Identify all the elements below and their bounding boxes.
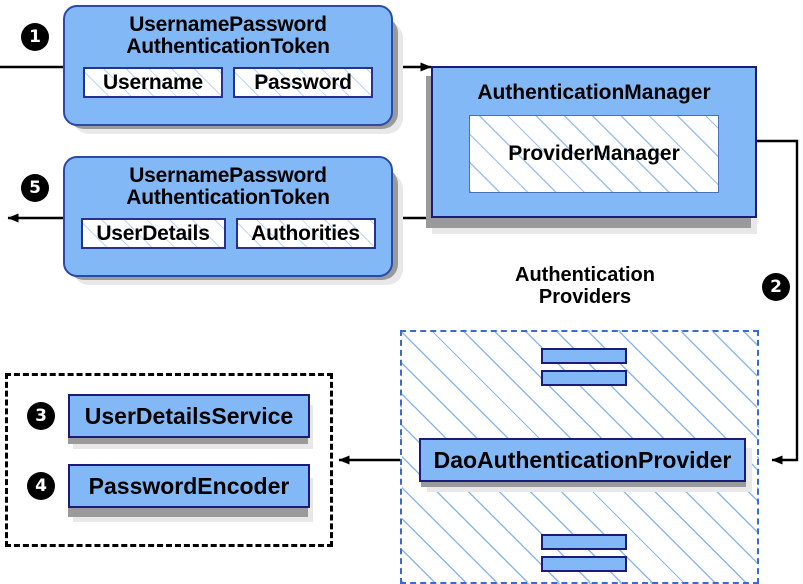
response-token-title-line1: UsernamePassword bbox=[129, 164, 327, 187]
providers-title-line2: Providers bbox=[538, 286, 632, 309]
provider-bar-bottom-1[interactable] bbox=[541, 534, 627, 550]
userdetailsservice-box[interactable]: UserDetailsService bbox=[68, 394, 310, 438]
marker-3-number: 3 bbox=[35, 405, 47, 426]
slot-userdetails[interactable]: UserDetails bbox=[80, 217, 226, 249]
request-token-box[interactable]: UsernamePassword AuthenticationToken Use… bbox=[63, 5, 393, 126]
providers-region-title: Authentication Providers bbox=[470, 264, 700, 309]
providers-title-line1: Authentication bbox=[515, 264, 655, 286]
provider-manager-box[interactable]: ProviderManager bbox=[469, 115, 719, 194]
provider-bar-top-1[interactable] bbox=[541, 348, 627, 364]
marker-3: 3 bbox=[28, 403, 54, 429]
response-token-title-line2: AuthenticationToken bbox=[126, 186, 330, 210]
marker-5-number: 5 bbox=[29, 177, 41, 198]
request-token-title-line1: UsernamePassword bbox=[129, 13, 327, 36]
passwordencoder-box[interactable]: PasswordEncoder bbox=[68, 464, 310, 508]
slot-password[interactable]: Password bbox=[233, 66, 373, 98]
marker-2: 2 bbox=[763, 274, 789, 300]
slot-authorities[interactable]: Authorities bbox=[235, 217, 376, 249]
slot-username[interactable]: Username bbox=[83, 66, 223, 98]
wire-manager-to-provider bbox=[757, 139, 799, 465]
response-token-slots: UserDetails Authorities bbox=[65, 217, 391, 249]
request-token-slots: Username Password bbox=[65, 66, 391, 98]
marker-4-number: 4 bbox=[35, 475, 47, 496]
dao-authentication-provider-box[interactable]: DaoAuthenticationProvider bbox=[419, 438, 746, 482]
support-services-region bbox=[5, 373, 333, 547]
marker-2-number: 2 bbox=[770, 276, 782, 297]
provider-bar-top-2[interactable] bbox=[541, 370, 627, 386]
auth-manager-box[interactable]: AuthenticationManager ProviderManager bbox=[431, 66, 757, 218]
response-token-box[interactable]: UsernamePassword AuthenticationToken Use… bbox=[63, 156, 393, 277]
marker-1-number: 1 bbox=[29, 26, 41, 47]
provider-bar-bottom-2[interactable] bbox=[541, 556, 627, 572]
auth-manager-title: AuthenticationManager bbox=[477, 81, 711, 104]
marker-5: 5 bbox=[22, 175, 48, 201]
marker-1: 1 bbox=[22, 24, 48, 50]
request-token-title-line2: AuthenticationToken bbox=[126, 35, 330, 59]
marker-4: 4 bbox=[28, 473, 54, 499]
